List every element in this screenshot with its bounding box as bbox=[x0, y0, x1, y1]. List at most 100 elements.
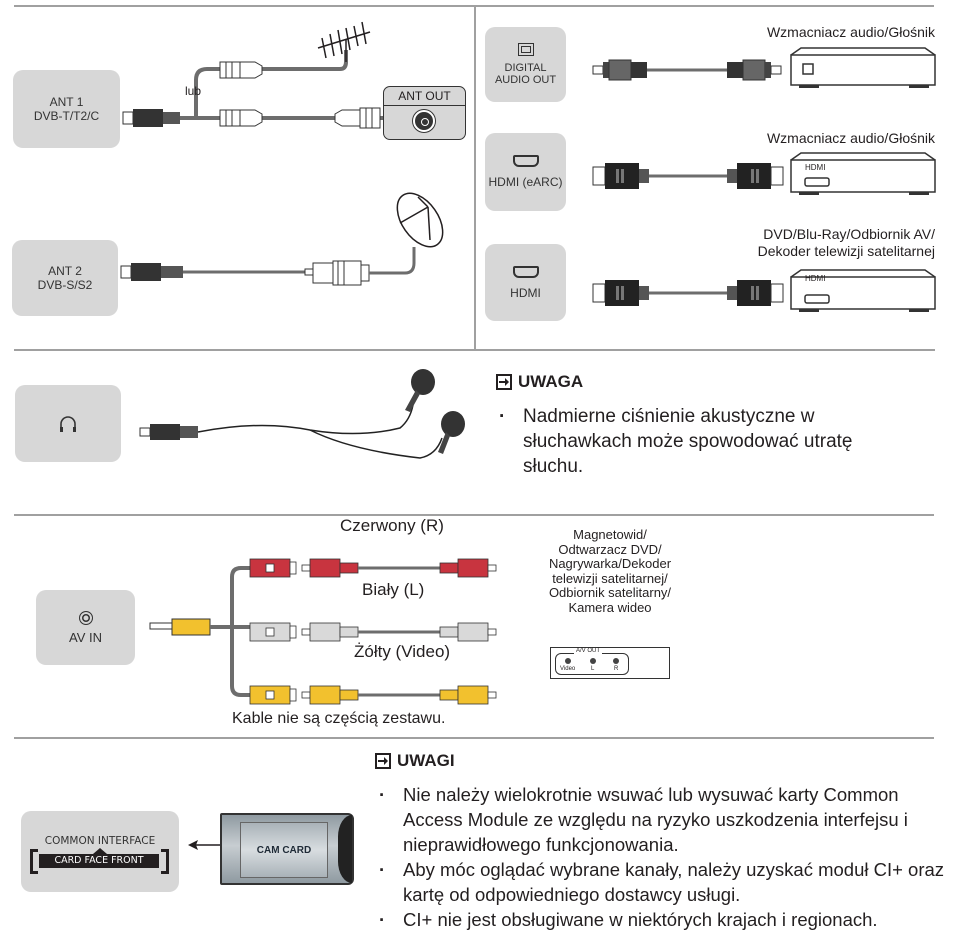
hdmi-plug-left bbox=[592, 163, 649, 189]
ci-note-list: Nie należy wielokrotnie wsuwać lub wysuw… bbox=[377, 782, 947, 932]
ant1-out-connector bbox=[334, 107, 381, 129]
note-arrow-icon bbox=[496, 374, 512, 390]
divider-hdmi-bottom bbox=[475, 349, 935, 351]
ant2-port: ANT 2 DVB-S/S2 bbox=[12, 240, 118, 316]
optical-plug-left bbox=[592, 59, 647, 81]
ant-out-label: ANT OUT bbox=[384, 87, 465, 106]
dvd-player-device-icon bbox=[790, 269, 936, 312]
rca-plug-left-white bbox=[309, 622, 341, 642]
digital-audio-device-label: Wzmacniacz audio/Głośnik bbox=[766, 24, 935, 40]
av-out-port-label: L bbox=[591, 666, 595, 672]
rca-plug-right-red bbox=[457, 558, 489, 578]
hdmi-port-icon bbox=[512, 155, 539, 167]
ant1-port: ANT 1 DVB-T/T2/C bbox=[13, 70, 120, 148]
divider-av-bottom bbox=[14, 737, 934, 739]
ant1-port-line2: DVB-T/T2/C bbox=[33, 109, 100, 123]
ant-out-port: ANT OUT bbox=[383, 86, 466, 140]
av-in-socket-icon bbox=[78, 610, 93, 625]
ci-note-title: UWAGI bbox=[397, 751, 455, 770]
cam-card-label: CAM CARD bbox=[256, 844, 312, 856]
ant2-cable-diagram bbox=[120, 192, 444, 286]
amplifier-device-icon bbox=[790, 47, 936, 88]
headphones-note-title: UWAGA bbox=[518, 372, 584, 391]
hdmi-earc-device-port-label: HDMI bbox=[805, 163, 826, 172]
ci-slot-pointer-icon bbox=[93, 848, 107, 854]
av-device-label-line: Nagrywarka/Dekoder bbox=[548, 556, 672, 571]
av-device-label-line: Odtwarzacz DVD/ bbox=[558, 541, 662, 557]
hdmi-device-label-line2: Dekoder telewizji satelitarnej bbox=[757, 243, 935, 259]
ant2-port-line2: DVB-S/S2 bbox=[37, 278, 93, 292]
av-out-port-label: Video bbox=[560, 666, 576, 672]
cam-card-label-panel: CAM CARD bbox=[240, 822, 328, 878]
ant1-lower-connector bbox=[219, 109, 263, 127]
satellite-dish-icon bbox=[396, 192, 444, 248]
note-item: Aby móc oglądać wybrane kanały, należy u… bbox=[377, 857, 947, 907]
insert-arrow-icon bbox=[188, 840, 220, 850]
av-out-port-label: R bbox=[614, 666, 619, 672]
ant1-upper-connector bbox=[219, 61, 263, 79]
note-arrow-icon bbox=[375, 753, 391, 769]
av-in-port: AV IN bbox=[36, 590, 135, 665]
ant1-plug-body bbox=[133, 109, 163, 127]
hdmi-cable-diagram bbox=[592, 269, 936, 312]
headphones-note-list: Nadmierne ciśnienie akustyczne w słuchaw… bbox=[497, 404, 917, 479]
rca-plug-right-white bbox=[457, 622, 489, 642]
av-out-socket-r bbox=[613, 658, 619, 664]
ant1-plug-tip bbox=[122, 111, 134, 125]
av-device-icon: A/V OUT Video L R bbox=[550, 647, 670, 679]
av-device-label-line: telewizji satelitarnej/ bbox=[552, 570, 668, 586]
av-device-label-line: Kamera wideo bbox=[568, 599, 652, 615]
earbud-right bbox=[438, 411, 465, 454]
divider-antenna-bottom bbox=[14, 349, 475, 351]
headphones-note-header: UWAGA bbox=[496, 372, 583, 392]
digital-audio-out-port: DIGITAL AUDIO OUT bbox=[485, 27, 566, 102]
hdmi-port-icon bbox=[512, 265, 539, 278]
av-cable-label-white: Biały (L) bbox=[362, 580, 425, 599]
optical-port-icon bbox=[517, 43, 534, 56]
optical-plug-right bbox=[727, 59, 782, 81]
hdmi-device-label-line1: DVD/Blu-Ray/Odbiornik AV/ bbox=[763, 226, 935, 242]
ci-slot: COMMON INTERFACE CARD FACE FRONT bbox=[21, 811, 179, 892]
rca-plug-right-yellow bbox=[457, 685, 489, 705]
hdmi-earc-cable-diagram bbox=[592, 152, 936, 195]
note-item: CI+ nie jest obsługiwane w niektórych kr… bbox=[377, 907, 947, 932]
ci-note-header: UWAGI bbox=[375, 751, 455, 771]
av-device-label: Magnetowid/ Odtwarzacz DVD/ Nagrywarka/D… bbox=[540, 527, 680, 615]
hdmi-earc-label: HDMI (eARC) bbox=[488, 175, 563, 189]
divider-headphones-bottom bbox=[14, 514, 934, 516]
av-in-label: AV IN bbox=[69, 629, 102, 645]
ci-slot-bracket-left bbox=[30, 849, 38, 874]
av-footnote: Kable nie są częścią zestawu. bbox=[232, 710, 446, 727]
digital-audio-line1: DIGITAL bbox=[504, 62, 547, 74]
ci-slot-face-label: CARD FACE FRONT bbox=[39, 854, 159, 868]
av-device-label-line: Odbiornik satelitarny/ bbox=[548, 585, 672, 600]
av-out-group-label: A/V OUT bbox=[574, 648, 603, 654]
ci-slot-bracket-right bbox=[161, 849, 169, 874]
hdmi-device-port-label: HDMI bbox=[805, 274, 826, 283]
hdmi-earc-device-label: Wzmacniacz audio/Głośnik bbox=[766, 130, 935, 146]
hdmi-plug-right bbox=[727, 280, 784, 306]
headphones-icon bbox=[60, 415, 76, 432]
ant1-cable-diagram bbox=[122, 21, 390, 129]
amplifier-hdmi-device-icon bbox=[790, 152, 936, 195]
av-out-socket-video bbox=[565, 658, 571, 664]
hdmi-plug-left bbox=[592, 280, 649, 306]
note-item: Nadmierne ciśnienie akustyczne w słuchaw… bbox=[497, 404, 917, 479]
rca-plug-left-red bbox=[309, 558, 341, 578]
ant2-f-connector bbox=[304, 260, 370, 286]
av-out-socket-l bbox=[590, 658, 596, 664]
digital-audio-cable-diagram bbox=[592, 47, 936, 88]
ant2-port-line1: ANT 2 bbox=[48, 264, 82, 278]
headphones-port bbox=[15, 385, 121, 462]
ant1-or-label: lub bbox=[185, 84, 202, 98]
digital-audio-line2: AUDIO OUT bbox=[494, 74, 557, 86]
ci-slot-title: COMMON INTERFACE bbox=[44, 835, 156, 847]
av-cable-label-red: Czerwony (R) bbox=[340, 516, 444, 535]
av-cable-label-yellow: Żółty (Video) bbox=[354, 642, 451, 661]
av-cable-diagram bbox=[149, 558, 497, 705]
earbud-left bbox=[405, 369, 435, 412]
terrestrial-antenna-icon bbox=[317, 21, 371, 62]
rca-plug-left-yellow bbox=[309, 685, 341, 705]
ant1-port-line1: ANT 1 bbox=[49, 95, 84, 109]
hdmi-device-label: DVD/Blu-Ray/Odbiornik AV/ Dekoder telewi… bbox=[758, 226, 935, 260]
